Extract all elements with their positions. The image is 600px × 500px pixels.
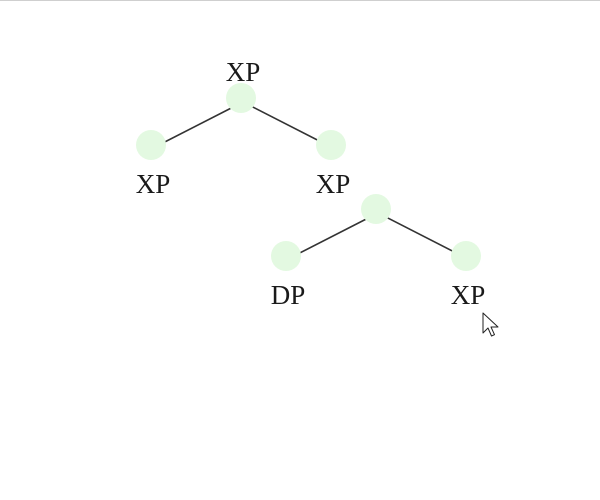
drag-handle-right[interactable] [316, 130, 346, 160]
node-label-root[interactable]: XP [226, 57, 261, 87]
drag-handle-right-branch[interactable] [361, 194, 391, 224]
node-label-right[interactable]: XP [316, 169, 351, 199]
node-label-dp[interactable]: DP [271, 280, 306, 310]
drag-handle-left[interactable] [136, 130, 166, 160]
mouse-pointer-icon [482, 312, 499, 337]
top-border [0, 0, 600, 1]
edge-right-dp [287, 212, 379, 260]
edge-root-left [152, 101, 244, 149]
node-label-xp-bottom[interactable]: XP [451, 280, 486, 310]
drag-handle-xp-bottom[interactable] [451, 241, 481, 271]
drag-handle-dp[interactable] [271, 241, 301, 271]
node-label-left[interactable]: XP [136, 169, 171, 199]
drag-handle-root[interactable] [226, 83, 256, 113]
